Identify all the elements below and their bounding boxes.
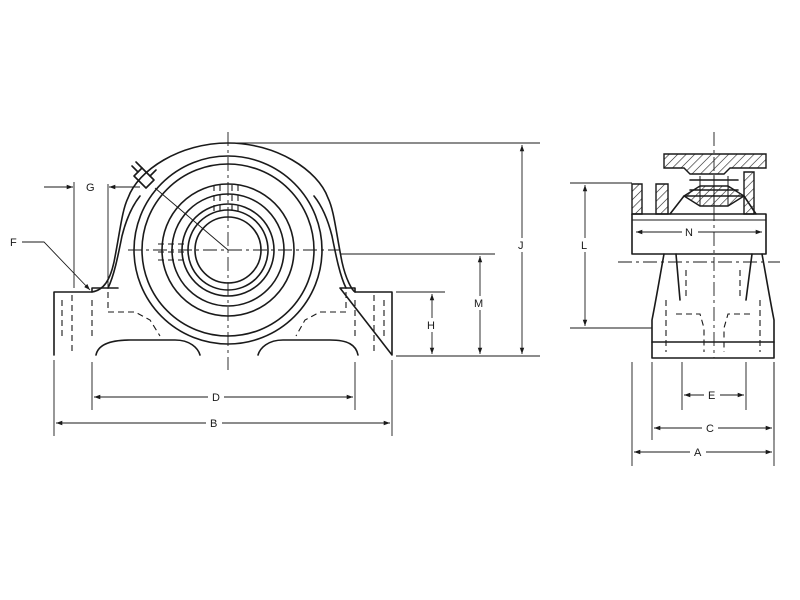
front-foot-left: [95, 339, 201, 356]
front-housing-inner-right: [313, 195, 347, 289]
front-view: [53, 132, 393, 370]
label-n: N: [685, 227, 693, 239]
label-h: H: [427, 320, 435, 332]
dimension-labels: D B H M J G F L N E C A: [10, 182, 720, 459]
side-dimensions: [570, 182, 775, 466]
grease-fitting-icon: [131, 161, 157, 189]
label-g: G: [86, 182, 95, 194]
label-a: A: [694, 447, 702, 459]
label-c: C: [706, 423, 714, 435]
label-e: E: [708, 390, 715, 402]
label-f: F: [10, 237, 17, 249]
label-l: L: [581, 240, 587, 252]
side-housing-outline: [651, 253, 775, 359]
front-dimensions: [22, 142, 540, 436]
label-j: J: [518, 240, 524, 252]
front-housing-inner-left: [107, 195, 141, 289]
front-foot-right: [257, 339, 359, 356]
side-view: [618, 132, 780, 359]
side-shaft-band: [631, 213, 767, 255]
label-b: B: [210, 418, 217, 430]
label-m: M: [474, 298, 483, 310]
label-d: D: [212, 392, 220, 404]
side-cap-hatched: [663, 153, 767, 175]
